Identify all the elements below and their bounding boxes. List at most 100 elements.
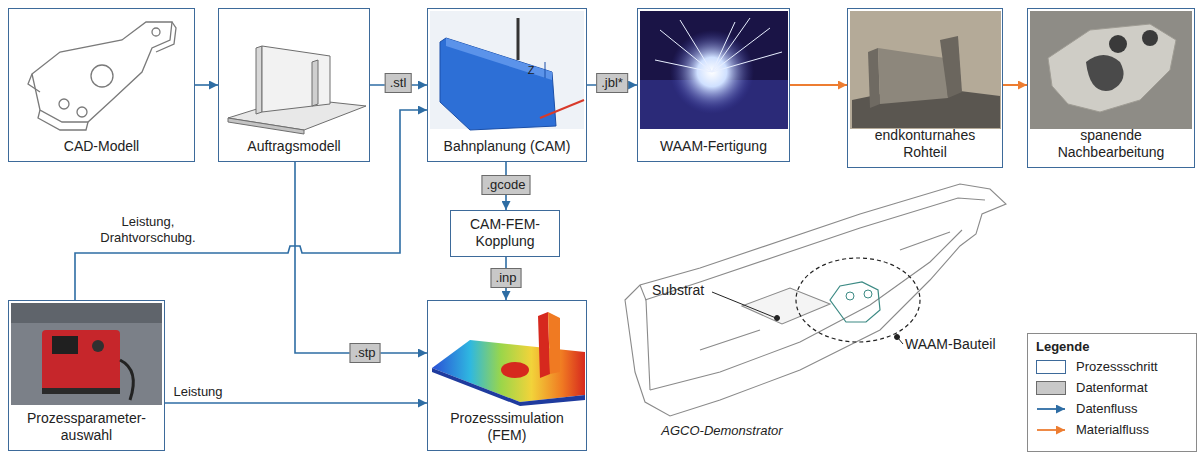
legend-frame	[1028, 334, 1197, 452]
illustration-shape	[1109, 35, 1127, 53]
illustration-shape	[446, 38, 552, 80]
illustration-shape	[645, 198, 985, 300]
data-format-tag: .inp	[491, 268, 522, 288]
illustration-shape	[156, 22, 176, 52]
machined-part-photo	[1030, 11, 1192, 129]
node-label: endkonturnahes Rohteil	[860, 127, 990, 161]
legend-entry: Prozessschritt	[1036, 358, 1158, 376]
illustration-shape	[228, 118, 304, 134]
legend-arrow	[1037, 429, 1065, 431]
legend-arrow	[1037, 408, 1065, 410]
illustration-shape	[440, 38, 556, 130]
legend-entry: Datenformat	[1036, 379, 1148, 397]
illustration-shape	[1086, 55, 1124, 91]
node-label: CAM-FEM- Kopplung	[457, 216, 553, 250]
illustration-shape	[655, 18, 782, 72]
material-flow-arrow	[790, 84, 847, 86]
illustration-shape	[52, 336, 78, 354]
illustration-shape	[680, 20, 712, 72]
illustration-shape	[517, 18, 520, 60]
illustration-shape	[32, 22, 172, 122]
data-flow-arrow	[195, 84, 218, 86]
legend-swatch	[1036, 381, 1066, 395]
leader-lines	[712, 292, 903, 344]
illustration-shape	[878, 48, 948, 104]
node-label: WAAM-Fertigung	[660, 138, 767, 155]
illustration-shape	[940, 36, 962, 98]
illustration-shape	[92, 340, 104, 352]
cad-drawing	[28, 22, 176, 130]
raw-part-photo	[850, 11, 1001, 129]
axis-label: Z	[528, 62, 535, 79]
illustration-shape	[120, 360, 133, 400]
illustration-shape	[501, 362, 529, 378]
illustration-shape	[712, 52, 782, 72]
legend-title: Legende	[1036, 338, 1089, 355]
illustration-shape	[38, 110, 88, 130]
data-format-tag: .stp	[350, 343, 381, 363]
legend-swatch	[1036, 402, 1066, 416]
illustration-shape	[262, 46, 330, 112]
node-label: Auftragsmodell	[247, 138, 340, 155]
legend-label: Prozessschritt	[1076, 359, 1158, 375]
edge-label: Leistung, Drahtvorschubg.	[86, 214, 210, 246]
process-box: CAM-FEM- Kopplung	[450, 210, 560, 257]
data-format-tag: .jbl*	[596, 73, 628, 93]
illustration-shape	[1030, 11, 1192, 129]
process-box: Prozessparameter- auswahl	[8, 300, 165, 451]
illustration-shape	[1142, 30, 1158, 46]
illustration-shape	[42, 388, 120, 394]
legend-label: Datenformat	[1076, 380, 1148, 396]
illustration-shape	[830, 282, 880, 322]
illustration-shape	[775, 316, 780, 321]
illustration-shape	[1048, 24, 1176, 112]
illustration-shape	[895, 335, 900, 340]
data-format-tag: .stl	[385, 73, 412, 93]
illustration-shape	[868, 48, 880, 108]
node-label: Prozessparameter- auswahl	[19, 410, 154, 444]
illustration-shape	[28, 74, 40, 92]
illustration-shape	[538, 312, 550, 378]
figure-caption: AGCO-Demonstrator	[661, 422, 782, 439]
illustration-shape	[540, 100, 584, 118]
illustration-shape	[256, 46, 262, 114]
illustration-shape	[846, 292, 854, 300]
illustration-shape	[432, 340, 585, 402]
illustration-shape	[712, 28, 770, 72]
welding-photo	[640, 11, 788, 129]
illustration-shape	[77, 107, 87, 117]
illustration-shape	[712, 292, 776, 318]
illustration-shape	[42, 330, 120, 392]
illustration-shape	[660, 30, 712, 72]
node-label: CAD-Modell	[64, 138, 139, 155]
illustration-shape	[152, 28, 160, 36]
fem-contour-plot	[432, 312, 585, 406]
legend-label: Datenfluss	[1076, 401, 1137, 417]
illustration-shape	[796, 258, 920, 342]
material-flow-arrow	[1003, 84, 1027, 86]
illustration-shape	[640, 285, 650, 390]
illustration-shape	[59, 99, 69, 109]
waam-part-outline	[796, 258, 920, 342]
illustration-shape	[864, 290, 872, 298]
process-box: CAD-Modell	[8, 8, 195, 162]
process-box: WAAM-Fertigung	[637, 8, 790, 162]
edge-label: Leistung	[171, 384, 224, 400]
illustration-shape	[430, 11, 584, 129]
illustration-shape	[91, 65, 113, 87]
illustration-shape	[900, 232, 950, 250]
process-box: Prozesssimulation (FEM)	[427, 300, 587, 451]
part-label: Substrat	[652, 282, 704, 299]
illustration-shape	[650, 230, 962, 390]
welding-machine-photo	[11, 303, 162, 405]
illustration-shape	[640, 11, 788, 129]
process-box: Auftragsmodell	[218, 8, 370, 162]
illustration-shape	[11, 303, 162, 405]
illustration-shape	[700, 330, 760, 350]
data-format-tag: .gcode	[481, 175, 530, 195]
process-box: Bahnplanung (CAM)	[427, 8, 587, 162]
data-flow-arrow	[165, 402, 427, 404]
illustration-shape	[712, 22, 735, 72]
toolpath-render	[430, 11, 584, 130]
